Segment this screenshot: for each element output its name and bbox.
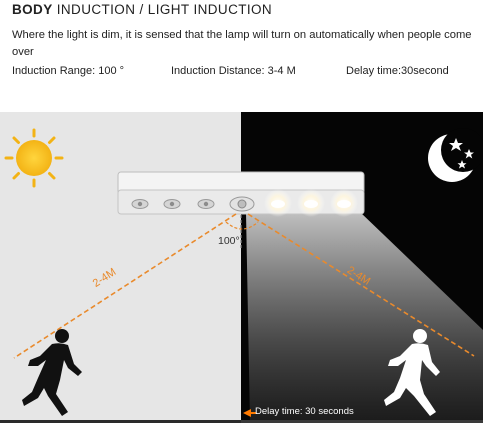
description-text: Where the light is dim, it is sensed tha… (12, 29, 472, 58)
spec-induction-distance: Induction Distance: 3-4 M (171, 65, 296, 77)
person-day-silhouette (22, 329, 82, 416)
person-night-silhouette (384, 329, 440, 416)
spec-induction-range: Induction Range: 100 ° (12, 65, 125, 77)
spec-delay-time: Delay time:30second (346, 65, 449, 77)
lamp-device (117, 171, 365, 217)
day-floor (0, 420, 241, 423)
led-unlit-1 (131, 199, 149, 209)
title-bold-word: BODY (12, 2, 53, 17)
arrow-left-icon (243, 409, 251, 417)
title-rest: INDUCTION / LIGHT INDUCTION (52, 2, 273, 17)
moon-stars-icon (428, 128, 483, 182)
left-distance-line (13, 213, 237, 359)
right-distance-line (247, 213, 475, 357)
motion-sensor (229, 196, 255, 212)
light-beam (246, 212, 483, 422)
led-unlit-2 (163, 199, 181, 209)
led-unlit-3 (197, 199, 215, 209)
sun-icon (4, 128, 64, 188)
angle-indicator (225, 215, 259, 250)
angle-label: 100° (218, 235, 240, 247)
delay-caption: Delay time: 30 seconds (255, 406, 354, 417)
night-floor (241, 420, 483, 423)
arrow-left-icon-tail (250, 412, 256, 414)
induction-illustration (0, 112, 483, 446)
page-title: BODY INDUCTION / LIGHT INDUCTION (12, 2, 272, 17)
